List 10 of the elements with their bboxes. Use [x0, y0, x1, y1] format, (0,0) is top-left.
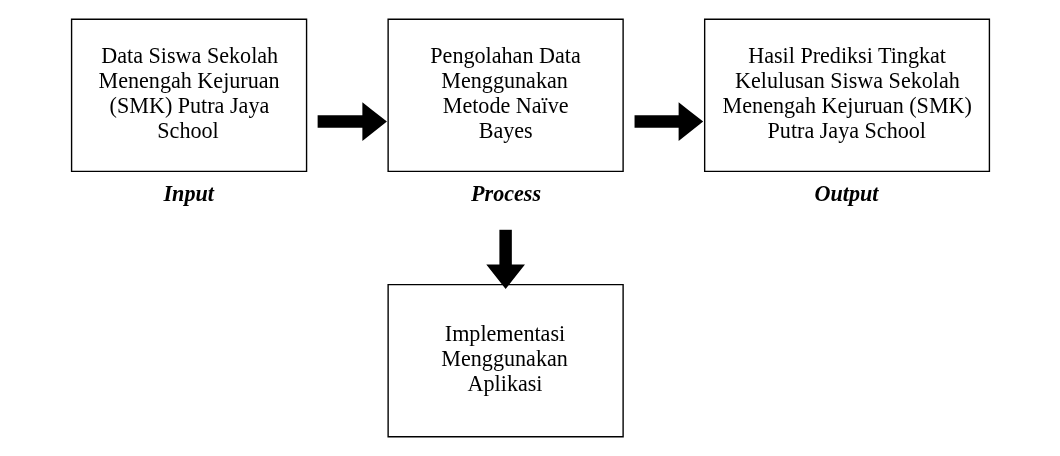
- node-label: Output: [814, 181, 878, 207]
- node-box: Implementasi Menggunakan Aplikasi: [386, 284, 624, 438]
- arrow: [634, 102, 703, 141]
- node-box: Hasil Prediksi Tingkat Kelulusan Siswa Sekolah Menengah Kejuruan (SMK) Putra Jaya School: [703, 18, 990, 172]
- node-label: Process: [470, 181, 541, 207]
- node-box: Data Siswa Sekolah Menengah Kejuruan (SMK) Putra Jaya School: [70, 18, 307, 172]
- arrow: [485, 229, 525, 289]
- node-box: Pengolahan Data Menggunakan Metode Naïve Bayes: [386, 18, 624, 172]
- arrow: [317, 102, 387, 141]
- node-label: Input: [163, 181, 214, 207]
